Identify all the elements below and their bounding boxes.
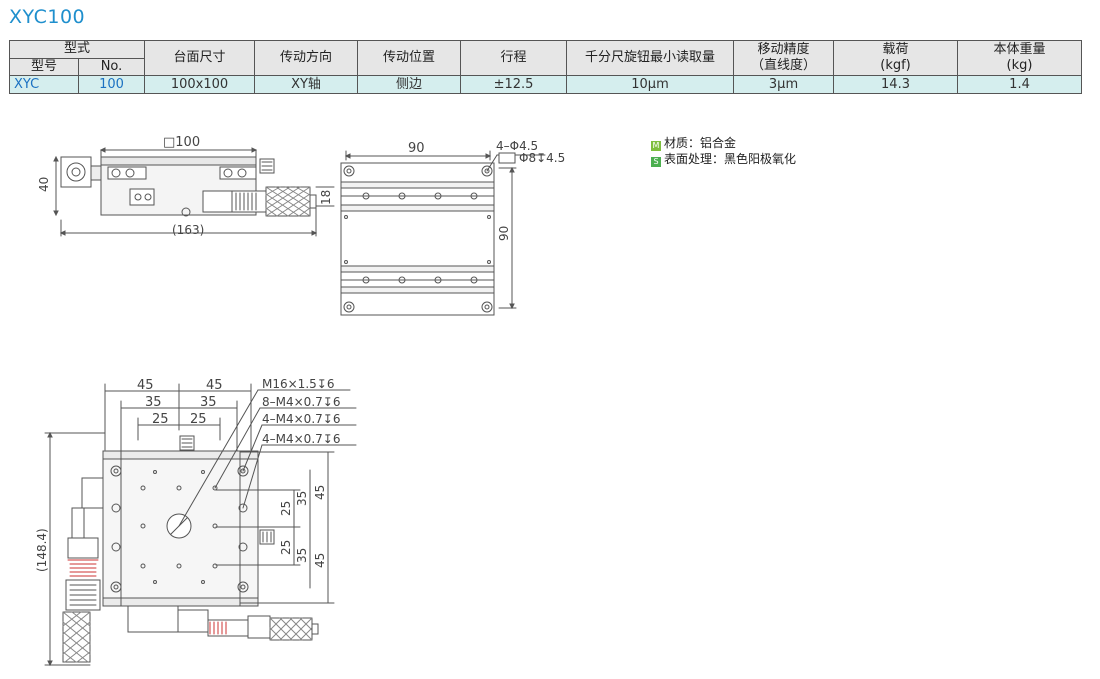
header-accuracy: 移动精度（直线度）	[733, 40, 835, 76]
dim-top-45-right: 45	[206, 378, 223, 393]
cell-stroke: ±12.5	[460, 75, 568, 94]
top-view-drawing	[340, 150, 546, 316]
dim-top-25-left: 25	[152, 412, 169, 427]
cell-table-size: 100x100	[144, 75, 256, 94]
header-no: No.	[77, 57, 146, 76]
header-micrometer: 千分尺旋钮最小读取量	[566, 40, 735, 76]
dim-right-45-lower: 45	[313, 553, 327, 568]
cell-weight: 1.4	[957, 75, 1083, 94]
cell-model: XYC	[9, 75, 79, 94]
dim-top-35-right: 35	[200, 395, 217, 410]
front-view-drawing	[44, 383, 357, 667]
dim-top-35-left: 35	[145, 395, 162, 410]
hole-callout-2: Φ8↧4.5	[519, 151, 565, 165]
cell-no: 100	[77, 75, 146, 94]
header-direction: 传动方向	[254, 40, 359, 76]
dim-right-25-upper: 25	[279, 501, 293, 516]
header-position: 传动位置	[357, 40, 462, 76]
spec-table: 型式 台面尺寸 传动方向 传动位置 行程 千分尺旋钮最小读取量 移动精度（直线度…	[8, 40, 1083, 94]
dim-right-35-lower: 35	[295, 548, 309, 563]
dim-right-35-upper: 35	[295, 491, 309, 506]
header-table-size: 台面尺寸	[144, 40, 256, 76]
dim-right-25-lower: 25	[279, 540, 293, 555]
cell-direction: XY轴	[254, 75, 359, 94]
dim-right-18: 18	[319, 190, 333, 205]
dim-right-90: 90	[497, 226, 511, 241]
dim-top-100: □100	[163, 135, 200, 150]
header-load: 载荷(kgf)	[833, 40, 959, 76]
header-weight: 本体重量(kg)	[957, 40, 1083, 76]
material-text: 材质：铝合金	[664, 136, 737, 150]
callout-m16: M16×1.5↧6	[262, 377, 334, 391]
callout-4-m4-b: 4–M4×0.7↧6	[262, 432, 340, 446]
side-view-drawing	[53, 147, 335, 237]
cell-accuracy: 3μm	[733, 75, 835, 94]
dim-top-90: 90	[408, 141, 425, 156]
hole-callout-1: 4–Φ4.5	[496, 139, 538, 153]
cell-position: 侧边	[357, 75, 462, 94]
table-row: XYC 100 100x100 XY轴 侧边 ±12.5 10μm 3μm 14…	[9, 75, 1083, 94]
cell-load: 14.3	[833, 75, 959, 94]
dim-left-148: (148.4)	[35, 528, 49, 572]
callout-4-m4-a: 4–M4×0.7↧6	[262, 412, 340, 426]
dim-height-40: 40	[37, 177, 51, 192]
dim-top-45-left: 45	[137, 378, 154, 393]
surface-badge-icon: S	[651, 157, 661, 167]
dim-right-45-upper: 45	[313, 485, 327, 500]
dim-width-163: (163)	[172, 223, 204, 237]
material-badge-icon: M	[651, 141, 661, 151]
dim-top-25-right: 25	[190, 412, 207, 427]
page-title: XYC100	[9, 6, 86, 28]
callout-8-m4: 8–M4×0.7↧6	[262, 395, 340, 409]
header-model-group: 型式	[8, 40, 146, 59]
surface-text: 表面处理：黑色阳极氧化	[664, 152, 797, 166]
